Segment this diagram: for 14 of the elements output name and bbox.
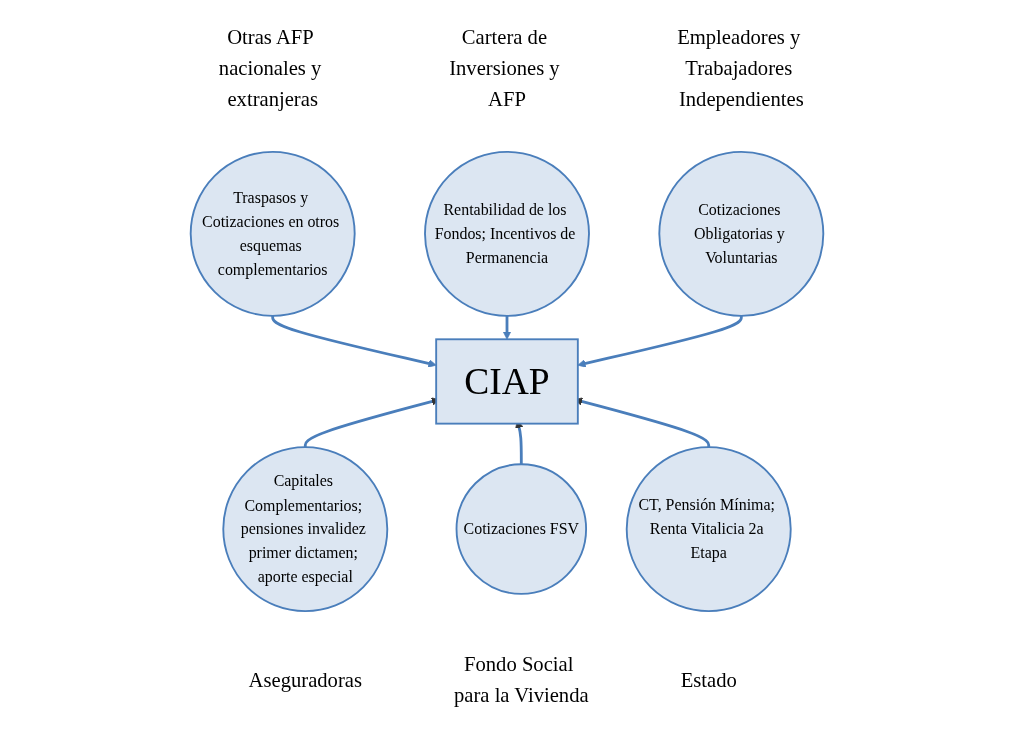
node-circle: Traspasos y Cotizaciones en otros esquemas complementarios [189, 150, 356, 317]
node-circle: Cotizaciones FSV [455, 463, 587, 595]
node-label: Aseguradoras [248, 667, 362, 692]
node-box: CIAP [434, 338, 579, 425]
node-circle: Cotizaciones Obligatorias y Voluntarias [657, 150, 824, 317]
node-label: Empleadores y Trabajadores Independientes [676, 25, 804, 111]
node-label: Fondo Social para la Vivienda [453, 652, 589, 707]
node-label: Cartera de Inversiones y AFP [448, 25, 560, 111]
node-circle: Capitales Complementarios; pensiones invalidez primer dictamen; aporte especial [221, 446, 388, 613]
node-circle: Rentabilidad de los Fondos; Incentivos de Permanencia [423, 150, 590, 317]
node-label: Otras AFP nacionales y extranjeras [218, 25, 321, 111]
node-circle: CT, Pensión Mínima; Renta Vitalicia 2a Etapa [625, 446, 792, 613]
node-label: Estado [680, 667, 737, 692]
arrow [502, 315, 511, 340]
